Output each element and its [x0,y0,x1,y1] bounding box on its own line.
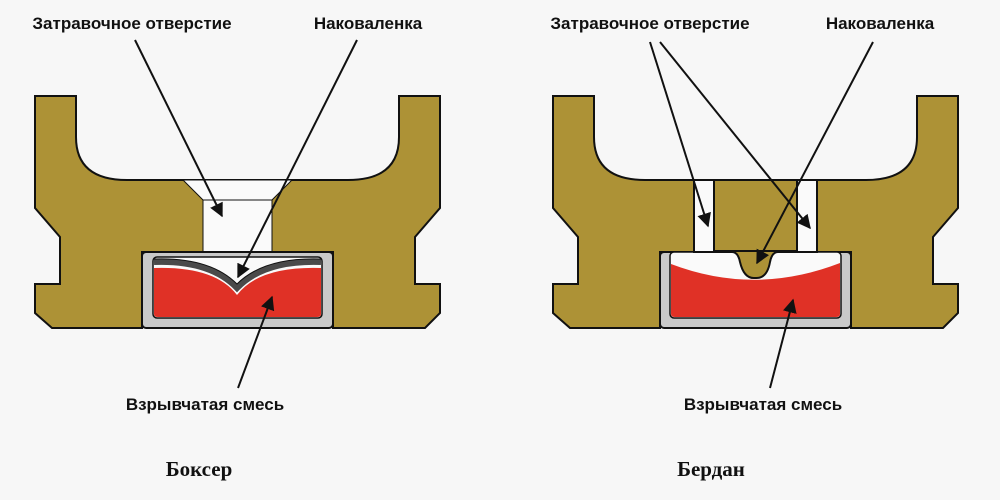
berdan-primer [552,95,959,329]
berdan-explosive-label: Взрывчатая смесь [683,395,843,414]
boxer-anvil [153,258,322,293]
boxer-anvil-label: Наковаленка [313,14,423,33]
callout-arrows [134,39,874,389]
berdan-anvil [713,250,799,280]
boxer-explosive-label: Взрывчатая смесь [125,395,285,414]
boxer-primer [34,95,441,329]
berdan-flash-hole-label: Затравочное отверстие [550,14,750,33]
boxer-title: Боксер [165,457,233,481]
berdan-anvil-label: Наковаленка [825,14,935,33]
berdan-title: Бердан [677,457,745,481]
berdan-explosive [671,263,840,317]
boxer-explosive [154,267,321,317]
boxer-flash-hole-label: Затравочное отверстие [32,14,232,33]
